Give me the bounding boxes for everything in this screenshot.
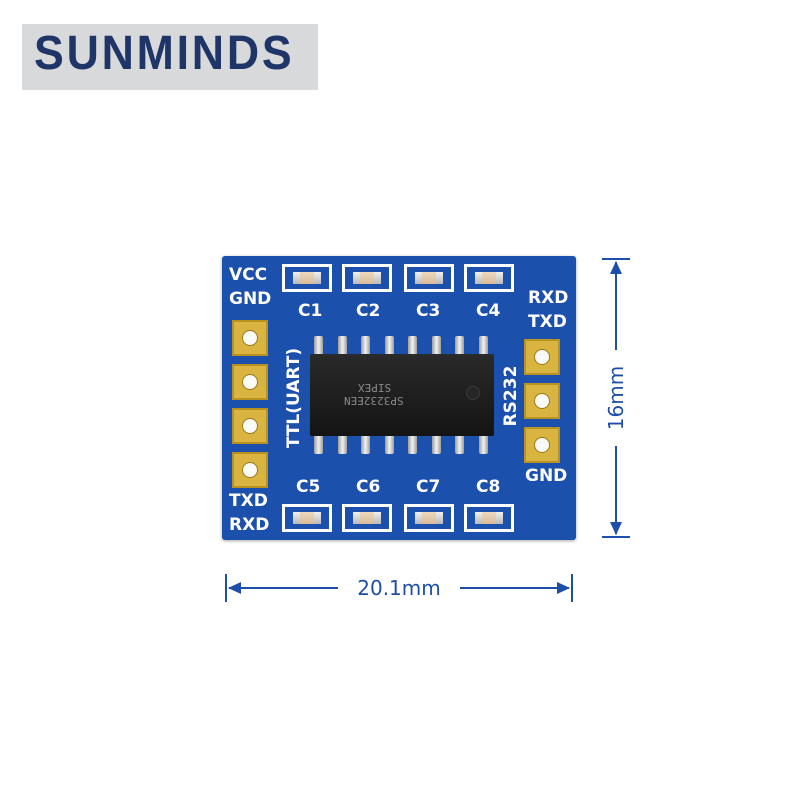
- capacitor-c6: [342, 504, 392, 532]
- ic-pin: [408, 336, 417, 358]
- pcb-board: VCC GND TXD RXD TTL(UART) RXD TXD GND RS…: [222, 256, 576, 540]
- chip-marking-part: SP3232EEN: [344, 394, 404, 407]
- arrow-left-icon: [228, 582, 241, 594]
- pad-vcc: [232, 320, 268, 356]
- label-c2: C2: [356, 301, 381, 321]
- label-gnd-left: GND: [229, 289, 272, 309]
- capacitor-c2: [342, 264, 392, 292]
- capacitor-c4: [464, 264, 514, 292]
- label-ttl-uart: TTL(UART): [284, 347, 304, 449]
- ic-pin: [478, 432, 488, 454]
- label-rxd-right: RXD: [528, 288, 569, 308]
- label-c5: C5: [296, 477, 321, 497]
- ic-chip: SP3232EEN SIPEX: [310, 354, 494, 436]
- capacitor-c8: [464, 504, 514, 532]
- chip-pin1-dot: [466, 386, 480, 400]
- ic-pin: [384, 432, 394, 454]
- label-vcc: VCC: [229, 265, 268, 285]
- label-rs232: RS232: [501, 365, 521, 427]
- ic-pin: [408, 432, 417, 454]
- label-c7: C7: [416, 477, 441, 497]
- arrow-down-icon: [610, 522, 622, 535]
- ic-pin: [314, 432, 323, 454]
- label-c6: C6: [356, 477, 381, 497]
- width-dimension-label: 20.1mm: [357, 576, 441, 600]
- capacitor-c5: [282, 504, 332, 532]
- width-dimension-lines: [225, 574, 573, 602]
- label-rxd-left: RXD: [229, 515, 270, 535]
- ic-pin: [337, 432, 347, 454]
- label-c3: C3: [416, 301, 441, 321]
- ic-pin: [478, 336, 488, 358]
- ic-pin: [455, 432, 464, 454]
- label-c1: C1: [298, 301, 323, 321]
- capacitor-c7: [404, 504, 454, 532]
- pad-txd: [232, 408, 268, 444]
- label-txd-right: TXD: [528, 312, 567, 332]
- pad-rxd: [232, 452, 268, 488]
- pad-rs232-gnd: [524, 427, 560, 463]
- ic-pin: [455, 336, 464, 358]
- ic-pin: [337, 336, 347, 358]
- brand-logo: SUNMINDS: [22, 24, 318, 90]
- height-dimension-label: 16mm: [604, 365, 628, 431]
- label-txd-left: TXD: [229, 491, 268, 511]
- ic-pin: [361, 432, 370, 454]
- pad-rs232-txd: [524, 383, 560, 419]
- label-c4: C4: [476, 301, 501, 321]
- ic-pin: [431, 432, 441, 454]
- ic-pin: [314, 336, 323, 358]
- label-gnd-right: GND: [525, 466, 568, 486]
- label-c8: C8: [476, 477, 501, 497]
- pad-rs232-rxd: [524, 339, 560, 375]
- capacitor-c1: [282, 264, 332, 292]
- arrow-up-icon: [610, 261, 622, 274]
- ic-pin: [384, 336, 394, 358]
- brand-text: SUNMINDS: [34, 27, 295, 80]
- height-dimension-lines: [602, 258, 630, 538]
- ic-pin: [361, 336, 370, 358]
- capacitor-c3: [404, 264, 454, 292]
- arrow-right-icon: [557, 582, 570, 594]
- ic-pin: [431, 336, 441, 358]
- chip-marking-brand: SIPEX: [358, 381, 392, 394]
- pad-gnd: [232, 364, 268, 400]
